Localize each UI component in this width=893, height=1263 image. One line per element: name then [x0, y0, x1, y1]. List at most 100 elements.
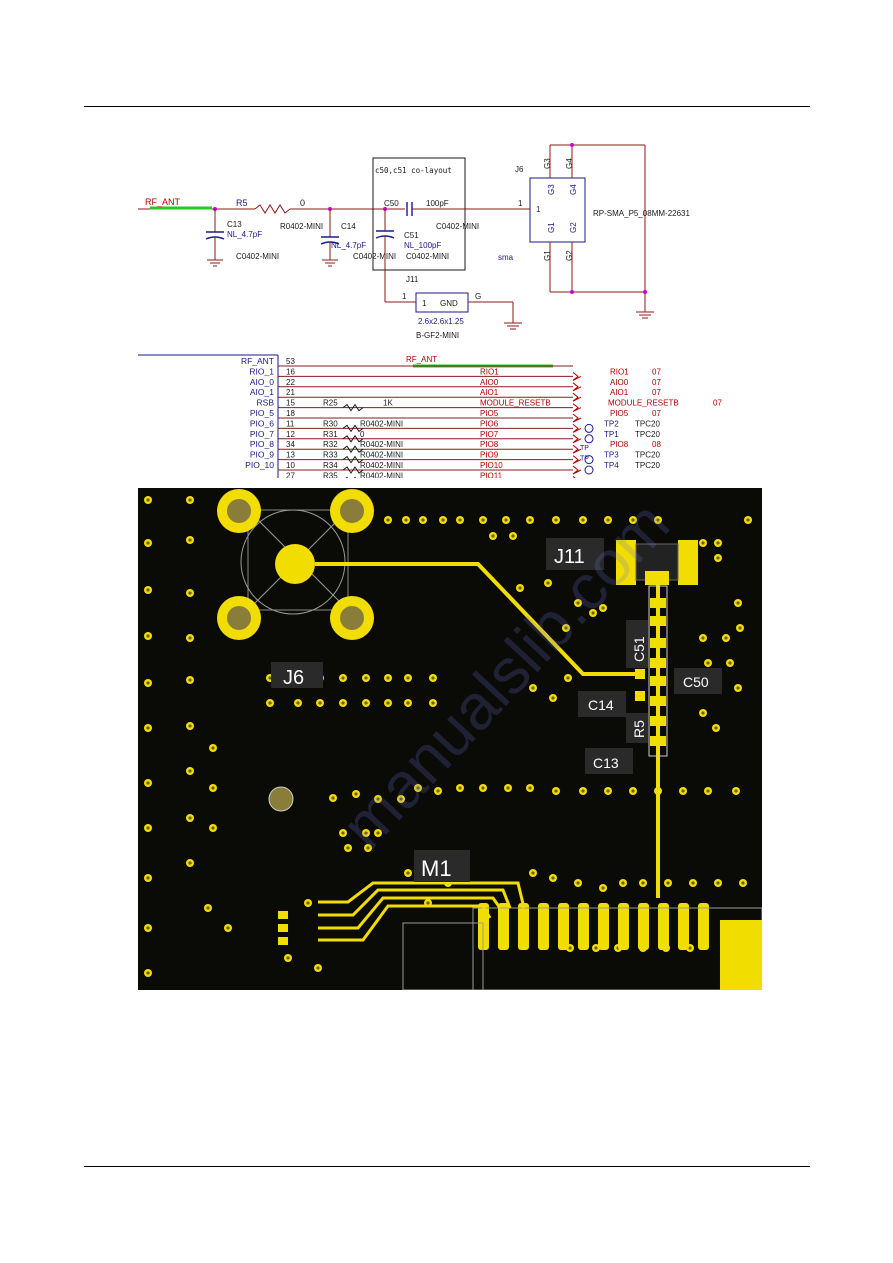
via-hole [716, 556, 720, 560]
offpage-net: AIO1 [610, 388, 629, 397]
series-resistor-ref: R30 [323, 419, 338, 428]
c51-footprint: C0402-MINI [406, 252, 449, 261]
j11-pin: 1 [422, 299, 427, 308]
resistor-symbol [342, 403, 364, 412]
via-hole [376, 797, 380, 801]
offpage-sheet: 07 [652, 388, 661, 397]
via-hole [426, 901, 430, 905]
via-hole [601, 606, 605, 610]
offpage-net: RIO1 [610, 367, 629, 376]
offpage-sheet: 07 [713, 399, 722, 408]
series-resistor-ref: R35 [323, 471, 338, 478]
via-hole [331, 796, 335, 800]
via-hole [504, 518, 508, 522]
via-hole [666, 881, 670, 885]
via-hole [736, 601, 740, 605]
test-point [584, 465, 594, 475]
c50-value: 100pF [426, 199, 449, 208]
via-hole [528, 518, 532, 522]
r5-ref: R5 [236, 198, 248, 208]
j6-pin-g4: G4 [569, 184, 578, 195]
c14-ref: C14 [341, 222, 356, 231]
offpage-net: MODULE_RESETB [608, 399, 679, 408]
via-hole [566, 676, 570, 680]
pin-number: 11 [286, 419, 295, 428]
m1-label: M1 [421, 856, 452, 881]
j6-g4-outer: G4 [565, 158, 574, 169]
pin-number: 12 [286, 430, 295, 439]
m1-pads [478, 903, 709, 950]
via-hole [491, 534, 495, 538]
j6-part: RP-SMA_P5_08MM-22631 [593, 209, 690, 218]
pin-name: PIO_7 [250, 429, 274, 439]
offpage-connector [572, 465, 582, 475]
j11-footprint [616, 540, 698, 585]
via-hole [146, 876, 150, 880]
via-hole [188, 724, 192, 728]
via-hole [376, 831, 380, 835]
pin-name: RSB [257, 398, 275, 408]
via-hole [316, 966, 320, 970]
j11-ref: J11 [406, 275, 419, 284]
c51-ref: C51 [404, 231, 419, 240]
via-hole [146, 926, 150, 930]
test-point-ref: TP4 [604, 461, 619, 470]
via-hole [226, 926, 230, 930]
via-hole [286, 956, 290, 960]
via-hole [741, 881, 745, 885]
via-hole [306, 901, 310, 905]
via-hole [406, 871, 410, 875]
via-hole [188, 591, 192, 595]
test-point [584, 455, 594, 465]
via-hole [341, 831, 345, 835]
offpage-net: AIO0 [610, 378, 629, 387]
offpage-connector [572, 476, 576, 478]
module-pad [598, 903, 609, 950]
via-hole [591, 611, 595, 615]
module-pad [678, 903, 689, 950]
offpage-sheet: 07 [652, 409, 661, 418]
pin-number: 53 [286, 357, 295, 366]
series-resistor-ref: R33 [323, 451, 338, 460]
via-hole [188, 498, 192, 502]
r5-resistor [254, 204, 291, 214]
series-resistor-value: R0402-MINI [360, 440, 403, 449]
offpage-connector [572, 382, 582, 392]
rf-ant-label: RF_ANT [145, 197, 181, 207]
c50-label: C50 [683, 674, 709, 690]
r5-value: 0 [300, 198, 305, 208]
net-label: RIO1 [480, 367, 499, 376]
offpage-connector [572, 444, 582, 454]
c51-value: NL_100pF [404, 241, 441, 250]
via-hole [706, 789, 710, 793]
via-hole [606, 518, 610, 522]
schematic-top: RF_ANT R5 0 R0402-MINI C13 NL_4.7pF C040… [138, 143, 690, 340]
via-hole [386, 676, 390, 680]
pin-name: RIO_1 [249, 366, 274, 376]
test-point-ref: TP1 [604, 430, 619, 439]
test-point-footprint: TPC20 [635, 430, 660, 439]
test-point-footprint: TPC20 [635, 451, 660, 460]
resistor-symbol [342, 445, 364, 454]
pin-number: 10 [286, 461, 295, 470]
via-hole [701, 711, 705, 715]
module-pad [698, 903, 709, 950]
module-pad [518, 903, 529, 950]
net-label: PIO6 [480, 419, 499, 428]
pin-number: 18 [286, 409, 295, 418]
via-hole [188, 636, 192, 640]
via-hole [551, 696, 555, 700]
pcb-labels: J11 J6 C51 C50 C14 R5 C13 M1 [271, 538, 722, 882]
via-hole [146, 826, 150, 830]
net-label: PIO11 [480, 471, 503, 478]
via-hole [188, 861, 192, 865]
via-hole [568, 946, 572, 950]
r5-label: R5 [631, 720, 647, 738]
c14-value: NL_4.7pF [331, 241, 366, 250]
via-hole [386, 518, 390, 522]
offpage-net: PIO8 [610, 440, 629, 449]
j11-pin-number: 1 [402, 292, 407, 301]
via-hole [734, 789, 738, 793]
j6-label: J6 [283, 667, 304, 689]
c13-value: NL_4.7pF [227, 230, 262, 239]
